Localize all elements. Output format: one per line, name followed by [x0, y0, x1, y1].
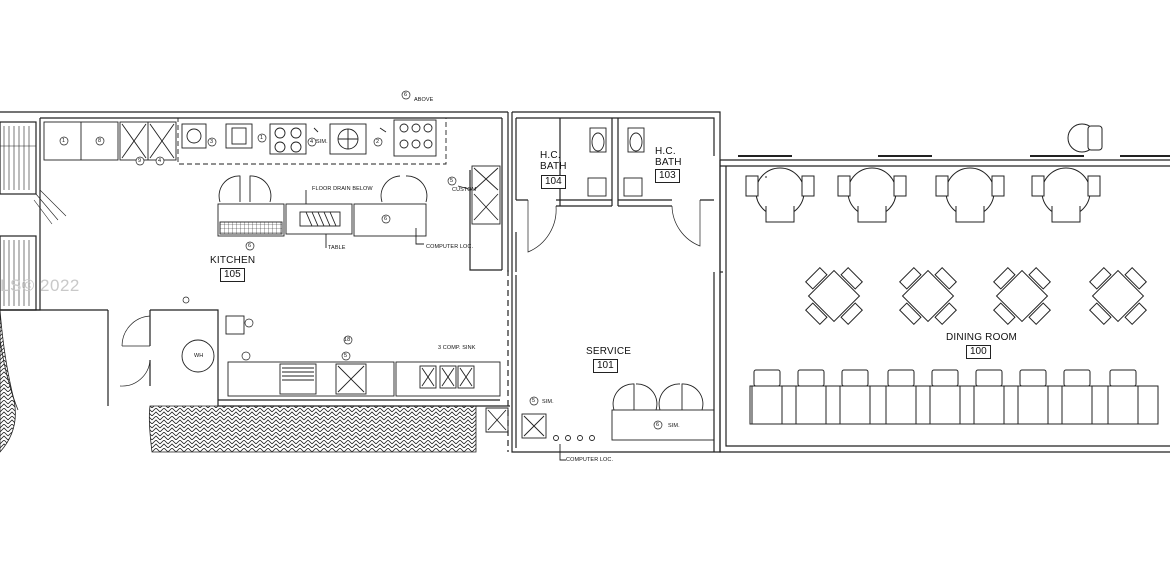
- watermark-text: LS© 2022: [0, 276, 80, 295]
- banquette-chair: [841, 369, 869, 387]
- tag-text: 4: [158, 158, 162, 164]
- banquette-chair: [887, 369, 915, 387]
- note-sim-range: SIM.: [316, 139, 328, 145]
- banquette-table: [885, 385, 917, 425]
- note-three-comp-sink: 3 COMP. SINK: [438, 345, 476, 351]
- banquette-chair: [1019, 369, 1047, 387]
- round-tables: [745, 123, 1103, 223]
- note-floor-drain: FLOOR DRAIN BELOW: [312, 186, 373, 192]
- bath-fixtures: [587, 127, 645, 197]
- kitchen-room-name: KITCHEN: [210, 255, 256, 266]
- bath-104-room-number: 104: [541, 175, 566, 189]
- tag-text: 1: [260, 135, 264, 141]
- banquette-table: [929, 385, 961, 425]
- banquette-chair: [975, 369, 1003, 387]
- banquette-table: [1061, 385, 1093, 425]
- tag-text: 9: [138, 158, 142, 164]
- tag-text: 6: [384, 216, 388, 222]
- tag-text-wh: WH: [194, 353, 204, 359]
- service-room-number: 101: [593, 359, 618, 373]
- note-sim-counter: SIM.: [668, 423, 680, 429]
- tag-text: 3: [210, 139, 214, 145]
- note-computer-loc-service: COMPUTER LOC.: [566, 457, 614, 463]
- banquette-table: [1107, 385, 1139, 425]
- tag-text: 8: [98, 138, 102, 144]
- note-table: TABLE: [328, 245, 346, 251]
- tag-text: 5: [344, 353, 348, 359]
- service-counter: [521, 383, 715, 461]
- dining-room-number: 100: [966, 345, 991, 359]
- tag-text: 4: [310, 139, 314, 145]
- square-tables: [805, 267, 1147, 325]
- banquette-chair: [797, 369, 825, 387]
- banquette-chair: [1063, 369, 1091, 387]
- note-custom: CUSTOM: [452, 187, 477, 193]
- banquette-chair: [753, 369, 781, 387]
- tag-text: 18: [344, 337, 351, 343]
- banquette-row: [749, 369, 1159, 425]
- banquette-chair: [1109, 369, 1137, 387]
- banquette-table: [795, 385, 827, 425]
- kitchen-lower-counters: [181, 315, 509, 433]
- note-sim-service: SIM.: [542, 399, 554, 405]
- note-above: ABOVE: [414, 97, 434, 103]
- kitchen-room-number: 105: [220, 268, 245, 282]
- banquette-table: [751, 385, 783, 425]
- tag-text: 6: [404, 92, 408, 98]
- tag-text: 6: [248, 243, 252, 249]
- banquette-table: [839, 385, 871, 425]
- dining-room-name: DINING ROOM: [946, 332, 1018, 343]
- banquette-chair: [931, 369, 959, 387]
- service-room-name: SERVICE: [586, 346, 632, 357]
- tag-text: 6: [656, 422, 660, 428]
- kitchen-island: [217, 165, 501, 248]
- bath-103-room-name: H.C. BATH: [655, 146, 682, 168]
- bath-103-room-number: 103: [655, 169, 680, 183]
- banquette-table: [1017, 385, 1049, 425]
- equipment-tags: [59, 90, 663, 430]
- tag-text: 2: [376, 139, 380, 145]
- tag-text: 5: [450, 178, 454, 184]
- banquette-table: [973, 385, 1005, 425]
- note-computer-loc-kitchen: COMPUTER LOC.: [426, 244, 474, 250]
- bath-104-room-name: H.C. BATH: [540, 150, 567, 172]
- cook-line: [43, 117, 447, 165]
- tag-text: 1: [62, 138, 66, 144]
- tag-text: 5: [532, 398, 536, 404]
